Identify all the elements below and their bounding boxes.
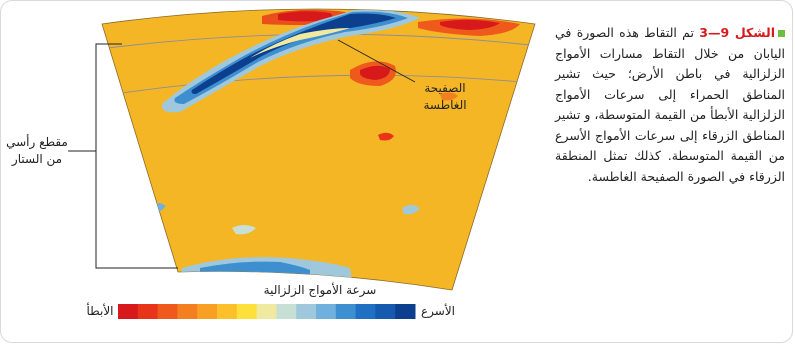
fast-anomaly-right: [402, 205, 420, 215]
scale-swatch: [157, 304, 178, 319]
scale-swatch: [276, 304, 297, 319]
slow-anomaly-wedge-core: [360, 65, 390, 80]
caption-text: تم التقاط هذه الصورة في اليابان من خلال …: [555, 25, 785, 184]
fast-anomaly-center: [232, 225, 256, 235]
figure-label: الشكل 9—3: [699, 25, 775, 40]
scale-swatch: [177, 304, 198, 319]
scale-swatch: [256, 304, 277, 319]
scale-slow-label: الأبطأ: [86, 304, 114, 318]
scale-fast-label: الأسرع: [420, 304, 455, 318]
scale-swatch: [236, 304, 258, 319]
scale-swatch: [316, 304, 337, 319]
scale-swatch: [395, 304, 416, 319]
scale-swatch: [118, 304, 139, 319]
slab-label-line2: الغاطسة: [423, 98, 467, 112]
slab-leader-line: [337, 39, 416, 83]
scale-swatch: [296, 304, 317, 319]
depth-arc-lower: [114, 74, 523, 95]
subducting-slab-core: [191, 13, 396, 94]
mantle-cross-section: [101, 8, 536, 291]
slow-anomaly-small: [440, 92, 458, 101]
scale-swatch: [355, 304, 376, 319]
slow-anomaly-east-core: [440, 19, 500, 30]
slab-label-line1: الصفيحة: [424, 81, 466, 95]
scale-swatch: [137, 304, 159, 319]
velocity-color-scale: [118, 304, 416, 319]
caption-bullet-icon: [777, 30, 785, 37]
section-label-line2: من الستار: [11, 152, 63, 166]
scale-swatch: [375, 304, 396, 319]
section-label: مقطع رأسي من الستار: [4, 134, 70, 168]
slow-anomaly-deep: [378, 132, 394, 141]
scale-swatch: [217, 304, 238, 319]
scale-title: سرعة الأمواج الزلزالية: [263, 283, 377, 297]
slow-anomaly-surface-core: [278, 11, 333, 22]
section-bracket: [95, 43, 178, 269]
section-label-line1: مقطع رأسي: [6, 135, 68, 149]
slab-label: الصفيحة الغاطسة: [412, 80, 478, 114]
scale-swatch: [197, 304, 218, 319]
slab-inner-streak: [250, 28, 350, 58]
scale-swatch: [335, 304, 357, 319]
figure-caption: الشكل 9—3 تم التقاط هذه الصورة في اليابا…: [555, 23, 785, 187]
